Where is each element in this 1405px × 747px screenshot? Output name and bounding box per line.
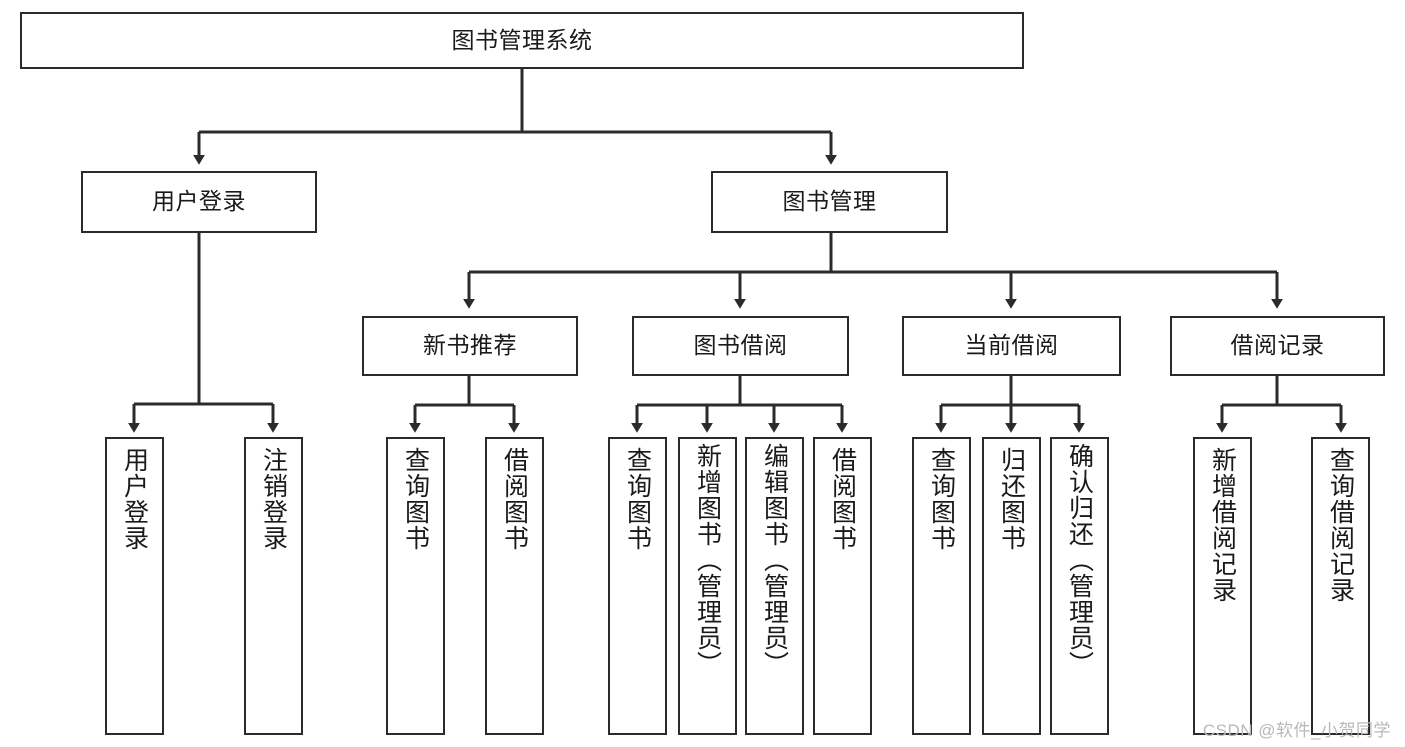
node-user-login-label: 用户登录 xyxy=(152,188,246,215)
node-root-label: 图书管理系统 xyxy=(451,26,593,53)
leaf-borrow-record-add[interactable]: 新增借阅记录 xyxy=(1193,437,1252,735)
leaf-user-login-signin-label: 用户登录 xyxy=(120,447,149,551)
leaf-user-login-signin[interactable]: 用户登录 xyxy=(105,437,164,735)
node-new-book-recommend-label: 新书推荐 xyxy=(423,332,517,359)
leaf-borrow-record-add-label: 新增借阅记录 xyxy=(1208,447,1237,603)
leaf-current-borrow-confirm[interactable]: 确认归还（管理员） xyxy=(1050,437,1109,735)
leaf-book-borrow-add-label: 新增图书（管理员） xyxy=(693,443,722,677)
leaf-book-borrow-edit[interactable]: 编辑图书（管理员） xyxy=(745,437,804,735)
node-user-login[interactable]: 用户登录 xyxy=(81,171,317,233)
node-current-borrow[interactable]: 当前借阅 xyxy=(902,316,1121,376)
node-book-borrow-label: 图书借阅 xyxy=(693,332,788,359)
leaf-current-borrow-query-label: 查询图书 xyxy=(927,447,956,551)
node-root[interactable]: 图书管理系统 xyxy=(20,12,1024,69)
leaf-current-borrow-return[interactable]: 归还图书 xyxy=(982,437,1041,735)
leaf-user-login-signout-label: 注销登录 xyxy=(259,447,288,551)
leaf-new-book-query-label: 查询图书 xyxy=(401,447,430,551)
leaf-book-borrow-add[interactable]: 新增图书（管理员） xyxy=(678,437,737,735)
node-book-borrow[interactable]: 图书借阅 xyxy=(632,316,849,376)
leaf-current-borrow-confirm-label: 确认归还（管理员） xyxy=(1065,443,1094,677)
node-book-management[interactable]: 图书管理 xyxy=(711,171,948,233)
leaf-borrow-record-query-label: 查询借阅记录 xyxy=(1326,447,1355,603)
leaf-book-borrow-lend-label: 借阅图书 xyxy=(828,447,857,551)
watermark: CSDN @软件_小贺同学 xyxy=(1202,721,1391,740)
node-borrow-record-label: 借阅记录 xyxy=(1230,332,1325,359)
leaf-book-borrow-query-label: 查询图书 xyxy=(623,447,652,551)
leaf-new-book-borrow[interactable]: 借阅图书 xyxy=(485,437,544,735)
leaf-book-borrow-edit-label: 编辑图书（管理员） xyxy=(760,443,789,677)
leaf-current-borrow-query[interactable]: 查询图书 xyxy=(912,437,971,735)
leaf-current-borrow-return-label: 归还图书 xyxy=(997,447,1026,551)
leaf-book-borrow-lend[interactable]: 借阅图书 xyxy=(813,437,872,735)
leaf-borrow-record-query[interactable]: 查询借阅记录 xyxy=(1311,437,1370,735)
leaf-book-borrow-query[interactable]: 查询图书 xyxy=(608,437,667,735)
leaf-user-login-signout[interactable]: 注销登录 xyxy=(244,437,303,735)
node-book-management-label: 图书管理 xyxy=(782,188,877,215)
leaf-new-book-borrow-label: 借阅图书 xyxy=(500,447,529,551)
node-new-book-recommend[interactable]: 新书推荐 xyxy=(362,316,578,376)
leaf-new-book-query[interactable]: 查询图书 xyxy=(386,437,445,735)
node-current-borrow-label: 当前借阅 xyxy=(964,332,1059,359)
node-borrow-record[interactable]: 借阅记录 xyxy=(1170,316,1385,376)
